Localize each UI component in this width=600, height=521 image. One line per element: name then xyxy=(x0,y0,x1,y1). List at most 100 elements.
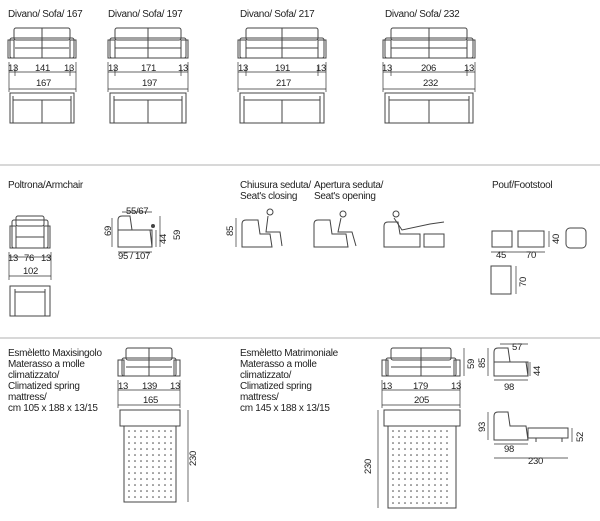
mattress-spring-dot xyxy=(428,490,430,492)
sofa-167-total: 167 xyxy=(36,78,51,89)
mattress-spring-dot xyxy=(410,436,412,438)
sofa-232-title: Divano/ Sofa/ 232 xyxy=(385,9,460,20)
mattress-spring-dot xyxy=(152,460,154,462)
bed-side-height: 85 xyxy=(477,358,488,368)
sofa-217-front-drawing xyxy=(237,27,327,59)
armchair-arm-left: 13 xyxy=(8,253,18,264)
mattress-spring-dot xyxy=(164,430,166,432)
pouf-width-1: 45 xyxy=(496,250,506,261)
bed-side-width: 98 xyxy=(504,382,514,393)
mattress-spring-dot xyxy=(440,478,442,480)
bed-double-arm-right: 13 xyxy=(451,381,461,392)
recliner-closing-drawing xyxy=(235,208,283,248)
mattress-spring-dot xyxy=(152,442,154,444)
mattress-spring-dot xyxy=(164,448,166,450)
mattress-spring-dot xyxy=(140,448,142,450)
armchair-dimension-lines xyxy=(8,252,52,280)
mattress-spring-dot xyxy=(146,436,148,438)
mattress-spring-dot xyxy=(158,466,160,468)
mattress-spring-dot xyxy=(170,496,172,498)
mattress-spring-dot xyxy=(440,436,442,438)
mattress-spring-dot xyxy=(170,478,172,480)
mattress-spring-dot xyxy=(170,448,172,450)
mattress-spring-dot xyxy=(422,484,424,486)
mattress-spring-dot xyxy=(410,490,412,492)
mattress-spring-dot xyxy=(134,472,136,474)
mattress-spring-dot xyxy=(440,496,442,498)
bed-single-seat: 139 xyxy=(142,381,157,392)
sofa-232-seat: 206 xyxy=(421,63,436,74)
recliner-opening-drawing xyxy=(313,210,357,248)
mattress-spring-dot xyxy=(416,436,418,438)
mattress-spring-dot xyxy=(434,442,436,444)
armchair-back-height: 59 xyxy=(172,230,183,240)
mattress-spring-dot xyxy=(392,490,394,492)
mattress-spring-dot xyxy=(134,466,136,468)
mattress-spring-dot xyxy=(434,490,436,492)
mattress-spring-dot xyxy=(422,478,424,480)
sofa-167-arm-right: 13 xyxy=(64,63,74,74)
mattress-spring-dot xyxy=(446,454,448,456)
mattress-spring-dot xyxy=(392,472,394,474)
mattress-spring-dot xyxy=(404,502,406,504)
mattress-spring-dot xyxy=(416,430,418,432)
mattress-spring-dot xyxy=(128,460,130,462)
mattress-spring-dot xyxy=(416,454,418,456)
mattress-spring-dot xyxy=(146,460,148,462)
mattress-spring-dot xyxy=(140,436,142,438)
mattress-spring-dot xyxy=(428,502,430,504)
mattress-spring-dot xyxy=(440,430,442,432)
mattress-spring-dot xyxy=(422,496,424,498)
mattress-spring-dot xyxy=(134,484,136,486)
mattress-spring-dot xyxy=(428,466,430,468)
armchair-title: Poltrona/Armchair xyxy=(8,180,83,191)
mattress-spring-dot xyxy=(446,466,448,468)
mattress-spring-dot xyxy=(428,454,430,456)
mattress-spring-dot xyxy=(416,484,418,486)
mattress-spring-dot xyxy=(128,472,130,474)
mattress-spring-dot xyxy=(164,454,166,456)
mattress-spring-dot xyxy=(410,466,412,468)
mattress-spring-dot xyxy=(404,490,406,492)
mattress-spring-dot xyxy=(446,490,448,492)
mattress-spring-dot xyxy=(152,454,154,456)
mattress-spring-dot xyxy=(128,478,130,480)
mattress-spring-dot xyxy=(164,436,166,438)
armchair-side-drawing xyxy=(111,211,161,253)
mattress-spring-dot xyxy=(440,502,442,504)
bed-single-front-drawing xyxy=(117,347,181,377)
mattress-spring-dot xyxy=(140,472,142,474)
mattress-spring-dot xyxy=(422,472,424,474)
bed-single-dimension-lines xyxy=(117,380,181,408)
mattress-spring-dot xyxy=(410,478,412,480)
sofa-232-plan-drawing xyxy=(384,92,474,124)
armchair-side-depth: 55/67 xyxy=(126,206,149,217)
mattress-spring-dot xyxy=(398,448,400,450)
sofa-197-seat: 171 xyxy=(141,63,156,74)
mattress-spring-dot xyxy=(146,496,148,498)
mattress-spring-dot xyxy=(170,466,172,468)
mattress-spring-dot xyxy=(428,460,430,462)
mattress-spring-dot xyxy=(428,484,430,486)
mattress-spring-dot xyxy=(410,454,412,456)
mattress-spring-dot xyxy=(434,436,436,438)
mattress-spring-dot xyxy=(392,478,394,480)
bed-double-title: Esmèletto Matrimoniale Materasso a molle… xyxy=(240,348,338,414)
bed-single-title: Esmèletto Maxisingolo Materasso a molle … xyxy=(8,348,102,414)
mattress-spring-dot xyxy=(416,496,418,498)
mattress-spring-dot xyxy=(392,460,394,462)
mattress-spring-dot xyxy=(428,442,430,444)
mattress-spring-dot xyxy=(140,466,142,468)
mattress-spring-dot xyxy=(440,442,442,444)
sofa-232-front-drawing xyxy=(382,27,476,59)
armchair-seat-height: 44 xyxy=(158,234,169,244)
mattress-spring-dot xyxy=(164,466,166,468)
mattress-spring-dot xyxy=(128,490,130,492)
mattress-spring-dot xyxy=(422,460,424,462)
mattress-spring-dot xyxy=(128,454,130,456)
mattress-spring-dot xyxy=(434,502,436,504)
mattress-spring-dot xyxy=(416,466,418,468)
mattress-spring-dot xyxy=(446,478,448,480)
mattress-spring-dot xyxy=(392,430,394,432)
bed-double-length: 230 xyxy=(363,459,374,474)
